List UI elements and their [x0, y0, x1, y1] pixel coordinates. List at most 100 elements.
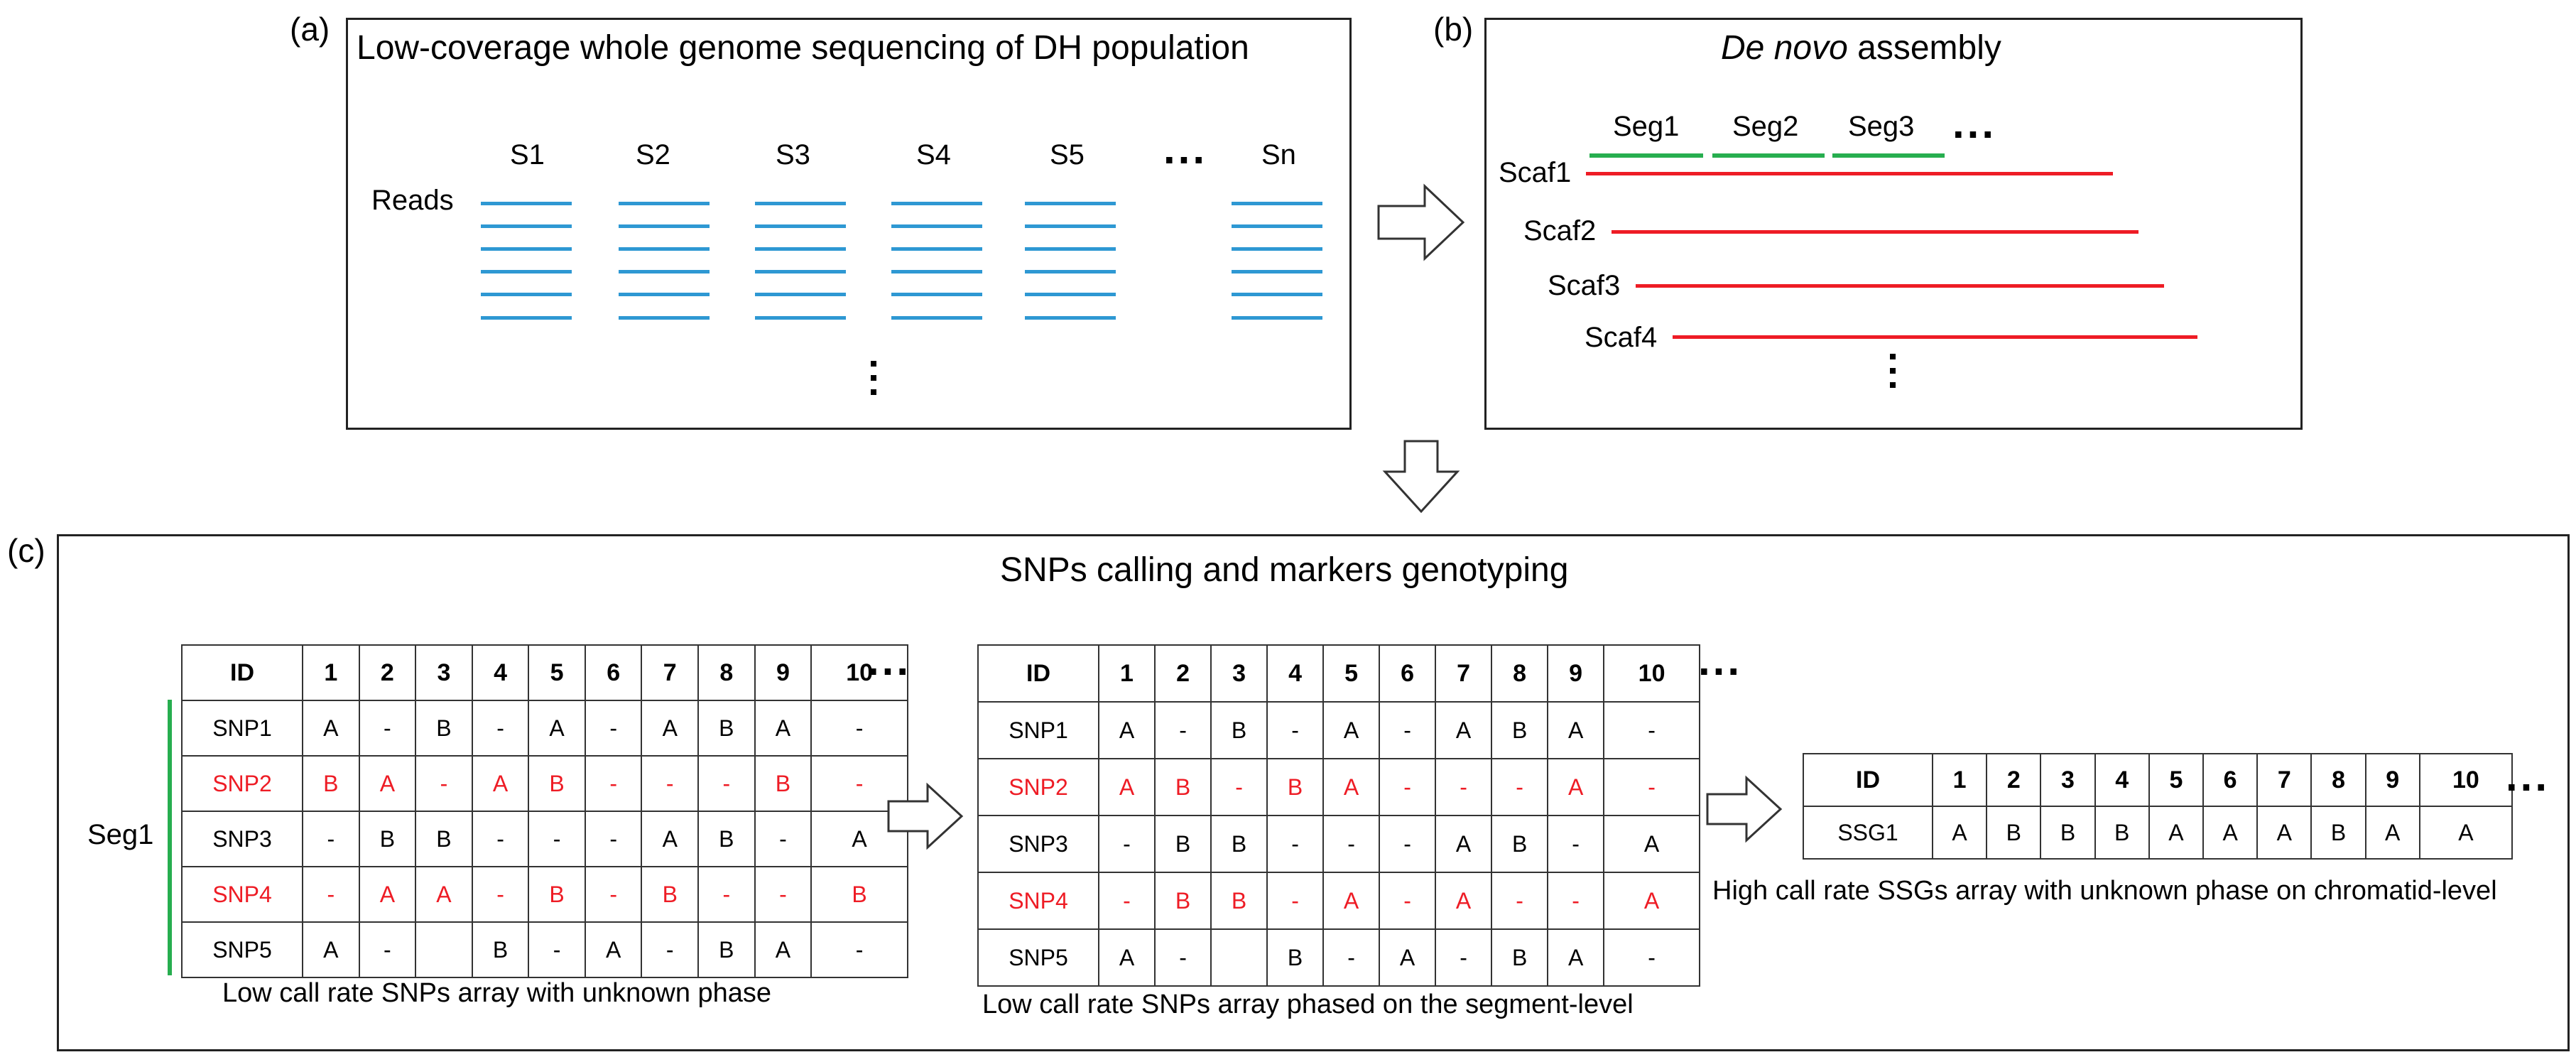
arrow-right-icon — [1377, 183, 1465, 261]
read-line-s4-4 — [891, 270, 982, 273]
sample-label-sn: Sn — [1261, 139, 1296, 170]
scaffold-line-scaf1 — [1586, 172, 2113, 175]
read-line-sn-2 — [1232, 224, 1322, 228]
table-header-cell: 9 — [2364, 753, 2420, 807]
table2-caption: Low call rate SNPs array phased on the s… — [982, 990, 1634, 1019]
genotype-cell: B — [471, 921, 530, 978]
genotype-cell: - — [415, 755, 473, 812]
table-header-cell: 3 — [2040, 753, 2096, 807]
seg1-bracket-line — [168, 700, 172, 975]
panel-a: Low-coverage whole genome sequencing of … — [346, 18, 1352, 430]
scaffold-line-scaf2 — [1612, 230, 2138, 234]
panel-b-title-rest: assembly — [1847, 29, 2001, 67]
read-line-sn-6 — [1232, 316, 1322, 320]
genotype-cell: B — [415, 811, 473, 867]
genotype-cell: - — [810, 921, 908, 978]
read-line-s5-3 — [1025, 247, 1116, 251]
genotype-cell: A — [528, 700, 586, 757]
table-header-cell: 6 — [1379, 644, 1437, 703]
genotype-cell: A — [641, 700, 700, 757]
genotype-cell: - — [358, 700, 417, 757]
segments-ellipsis: ... — [1952, 99, 1997, 147]
sample-label-s1: S1 — [510, 139, 545, 170]
genotype-cell: A — [471, 755, 530, 812]
genotype-cell: - — [1322, 928, 1381, 987]
genotype-cell: A — [2418, 806, 2513, 860]
genotype-cell: - — [1097, 872, 1156, 930]
genotype-cell: A — [358, 755, 417, 812]
genotype-cell: A — [1379, 928, 1437, 987]
arrow-right-icon-c2 — [1706, 775, 1783, 843]
genotype-cell: - — [1379, 872, 1437, 930]
genotype-cell: - — [1266, 701, 1325, 759]
genotype-cell: - — [302, 866, 360, 923]
genotype-cell: - — [1266, 815, 1325, 873]
read-line-s5-6 — [1025, 316, 1116, 320]
genotype-cell: B — [1266, 928, 1325, 987]
marker-id-cell: SNP2 — [181, 755, 303, 812]
genotype-cell: A — [1097, 758, 1156, 816]
genotype-cell: - — [1603, 928, 1700, 987]
genotype-cell: - — [697, 755, 756, 812]
table3-caption: High call rate SSGs array with unknown p… — [1712, 876, 2497, 906]
table-header-cell: 1 — [1097, 644, 1156, 703]
table-header-cell: 7 — [1435, 644, 1493, 703]
genotype-cell: - — [528, 811, 586, 867]
genotype-cell: - — [754, 866, 813, 923]
marker-id-cell: SNP4 — [181, 866, 303, 923]
scaffold-label-scaf2: Scaf2 — [1523, 215, 1597, 246]
table-header-cell: 10 — [2418, 753, 2513, 807]
panel-c-title: SNPs calling and markers genotyping — [1000, 551, 1569, 589]
genotype-cell: A — [2364, 806, 2420, 860]
read-line-s3-6 — [755, 316, 846, 320]
table-header-cell: 9 — [1547, 644, 1605, 703]
table-header-cell: 4 — [471, 644, 530, 701]
read-line-s2-6 — [619, 316, 710, 320]
read-line-s2-3 — [619, 247, 710, 251]
read-line-sn-1 — [1232, 202, 1322, 205]
genotype-cell: B — [1210, 701, 1268, 759]
genotype-cell: B — [1266, 758, 1325, 816]
read-line-s4-2 — [891, 224, 982, 228]
genotype-cell: - — [1603, 701, 1700, 759]
read-line-s1-2 — [481, 224, 572, 228]
genotype-cell: B — [2040, 806, 2096, 860]
genotype-cell: - — [1154, 701, 1212, 759]
read-line-sn-5 — [1232, 293, 1322, 296]
genotype-cell: A — [302, 921, 360, 978]
table2-ellipsis: ... — [1698, 636, 1743, 684]
genotype-cell: A — [1435, 872, 1493, 930]
read-line-sn-4 — [1232, 270, 1322, 273]
marker-id-cell: SNP2 — [977, 758, 1099, 816]
sample-label-s3: S3 — [776, 139, 810, 170]
panel-a-title: Low-coverage whole genome sequencing of … — [357, 29, 1249, 67]
genotype-cell: A — [754, 921, 813, 978]
vertical-ellipsis-a — [871, 361, 876, 403]
segment-line-seg2 — [1712, 153, 1825, 158]
table-header-cell: ID — [1803, 753, 1933, 807]
panel-a-label: (a) — [290, 11, 330, 48]
table-header-cell: 4 — [2094, 753, 2150, 807]
genotype-cell: B — [1154, 872, 1212, 930]
scaffold-line-scaf3 — [1636, 284, 2164, 288]
genotype-cell: B — [302, 755, 360, 812]
sample-label-s4: S4 — [916, 139, 951, 170]
segment-line-seg1 — [1589, 153, 1703, 158]
genotype-cell: B — [1154, 758, 1212, 816]
genotype-cell: B — [528, 755, 586, 812]
read-line-s4-3 — [891, 247, 982, 251]
segment-line-seg3 — [1832, 153, 1945, 158]
read-line-s1-3 — [481, 247, 572, 251]
panel-c-label: (c) — [7, 532, 45, 569]
genotype-cell: A — [302, 700, 360, 757]
genotype-cell: - — [471, 700, 530, 757]
read-line-s5-5 — [1025, 293, 1116, 296]
table-header-cell: 7 — [641, 644, 700, 701]
